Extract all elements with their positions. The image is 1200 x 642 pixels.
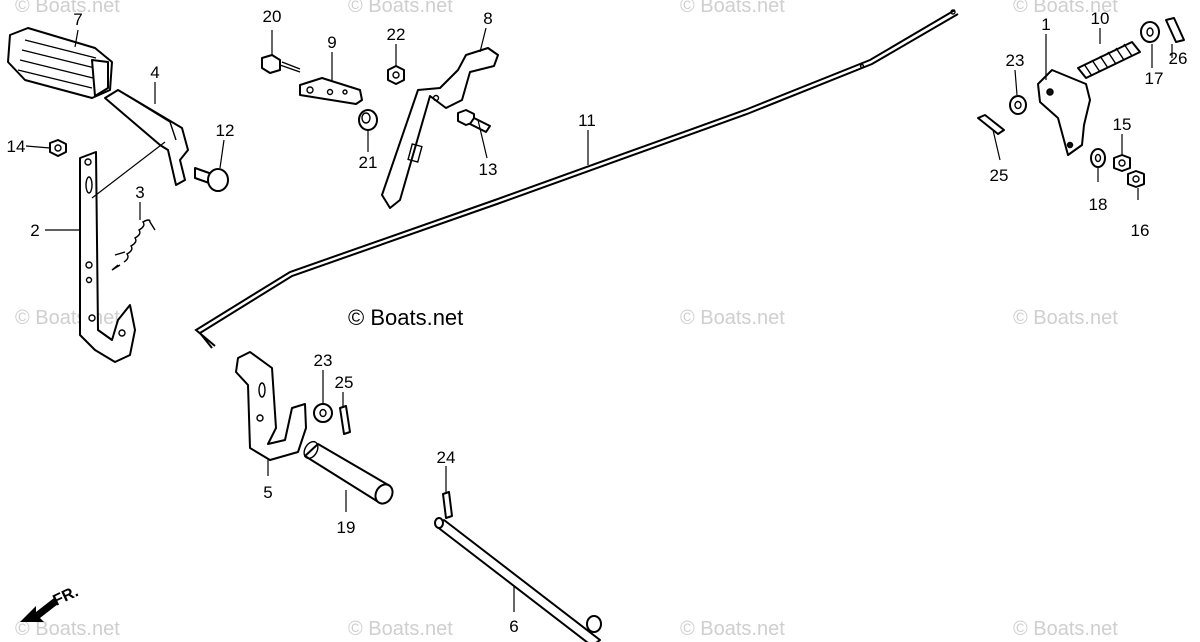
watermark: © Boats.net [1013, 618, 1118, 640]
part-18-washer [1090, 148, 1106, 168]
watermark: © Boats.net [1013, 307, 1118, 329]
callout-6: 6 [509, 617, 518, 636]
part-13-bolt [457, 109, 491, 133]
part-8-arm-bracket [381, 47, 499, 209]
callout-24: 24 [437, 448, 456, 467]
part-23-washer-lower [313, 403, 333, 423]
front-indicator-label: FR. [51, 583, 82, 609]
callout-10: 10 [1091, 9, 1110, 28]
callout-3: 3 [135, 183, 144, 202]
callout-8: 8 [483, 9, 492, 28]
callout-17: 17 [1145, 69, 1164, 88]
callout-7: 7 [73, 10, 82, 29]
callout-21: 21 [359, 153, 378, 172]
part-3-spring [111, 219, 156, 271]
part-6-shaft [434, 517, 602, 642]
callout-19: 19 [337, 518, 356, 537]
part-9-link-plate [299, 77, 363, 105]
callout-14: 14 [7, 137, 26, 156]
part-20-bolt [261, 54, 301, 74]
callout-4: 4 [150, 63, 159, 82]
part-17-washer [1140, 21, 1160, 43]
part-22-nut [387, 65, 405, 85]
part-7-pedal-grip [7, 27, 113, 99]
callout-13: 13 [479, 160, 498, 179]
part-5-bracket [235, 351, 307, 461]
callout-numbers: 7 4 14 12 3 2 20 9 22 8 21 13 11 1 10 23… [7, 7, 1188, 636]
watermarks: © Boats.net © Boats.net © Boats.net © Bo… [15, 0, 1118, 640]
part-25-cotter-pin-upper [977, 114, 1005, 135]
callout-23: 23 [314, 351, 333, 370]
part-16-nut [1127, 170, 1145, 188]
callout-22: 22 [387, 25, 406, 44]
part-25-cotter-pin-lower [339, 405, 351, 435]
watermark: © Boats.net [348, 0, 453, 17]
callout-5: 5 [263, 483, 272, 502]
watermark: © Boats.net [15, 307, 120, 329]
callout-1: 1 [1041, 15, 1050, 34]
part-19-sleeve [303, 440, 394, 505]
watermark: © Boats.net [680, 618, 785, 640]
callout-26: 26 [1169, 49, 1188, 68]
center-watermark: © Boats.net [348, 305, 463, 330]
part-11-rod [194, 9, 959, 349]
part-12-bolt [194, 167, 229, 192]
callout-18: 18 [1089, 195, 1108, 214]
part-21-collar [358, 109, 378, 131]
part-1-arm [1037, 69, 1091, 156]
callout-15: 15 [1113, 115, 1132, 134]
watermark: © Boats.net [680, 307, 785, 329]
part-24-cotter-pin [442, 491, 453, 519]
callout-11: 11 [578, 111, 596, 130]
watermark: © Boats.net [15, 0, 120, 17]
part-26-cotter-pin [1165, 17, 1185, 43]
callout-2: 2 [30, 221, 39, 240]
part-4-pedal-bracket [104, 89, 189, 186]
watermark: © Boats.net [1013, 0, 1118, 17]
callout-16: 16 [1131, 221, 1150, 240]
watermark: © Boats.net [680, 0, 785, 17]
callout-9: 9 [327, 33, 336, 52]
watermark: © Boats.net [348, 618, 453, 640]
watermark: © Boats.net [15, 618, 120, 640]
callout-12: 12 [216, 121, 235, 140]
callout-25: 25 [335, 373, 354, 392]
front-arrow-icon: FR. [20, 583, 81, 622]
callout-25: 25 [990, 166, 1009, 185]
part-10-spring [1077, 41, 1141, 79]
leader-lines [25, 27, 1173, 612]
callout-23: 23 [1006, 51, 1025, 70]
part-2-pedal-arm [79, 151, 136, 363]
part-15-nut [1113, 154, 1131, 172]
part-14-nut [49, 139, 67, 157]
callout-20: 20 [263, 7, 282, 26]
part-23-washer-upper [1009, 95, 1027, 115]
